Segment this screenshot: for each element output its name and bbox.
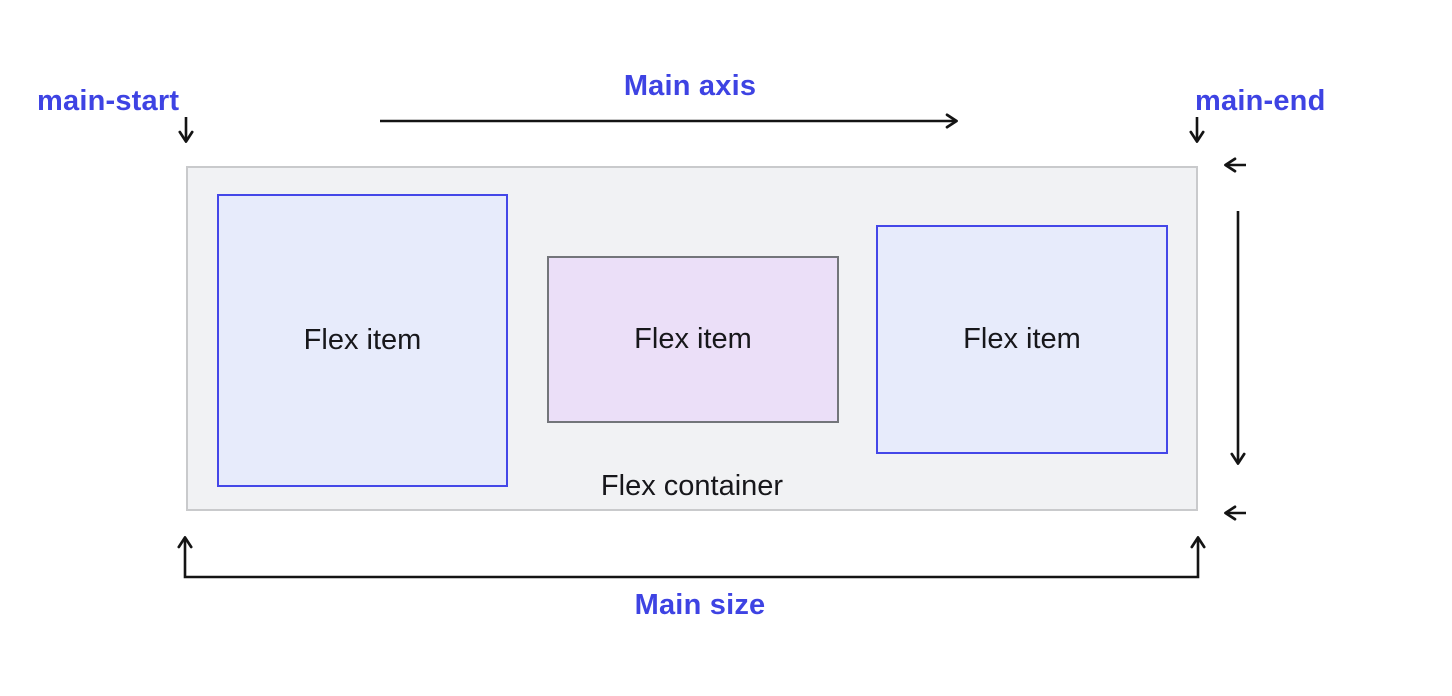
flex-item: Flex item — [876, 225, 1168, 454]
flex-container: Flex item Flex item Flex item Flex conta… — [186, 166, 1198, 511]
flex-item-label: Flex item — [303, 324, 422, 356]
main-axis-label: Main axis — [623, 70, 757, 102]
main-end-label: main-end — [1195, 85, 1326, 117]
main-size-bracket — [177, 536, 1206, 579]
flex-item-label: Flex item — [634, 323, 752, 355]
flex-container-label: Flex container — [600, 470, 784, 502]
main-start-label: main-start — [37, 85, 180, 117]
flex-item: Flex item — [217, 194, 508, 487]
main-size-label: Main size — [634, 589, 766, 621]
flex-item-label: Flex item — [963, 323, 1081, 355]
flex-item: Flex item — [547, 256, 839, 423]
